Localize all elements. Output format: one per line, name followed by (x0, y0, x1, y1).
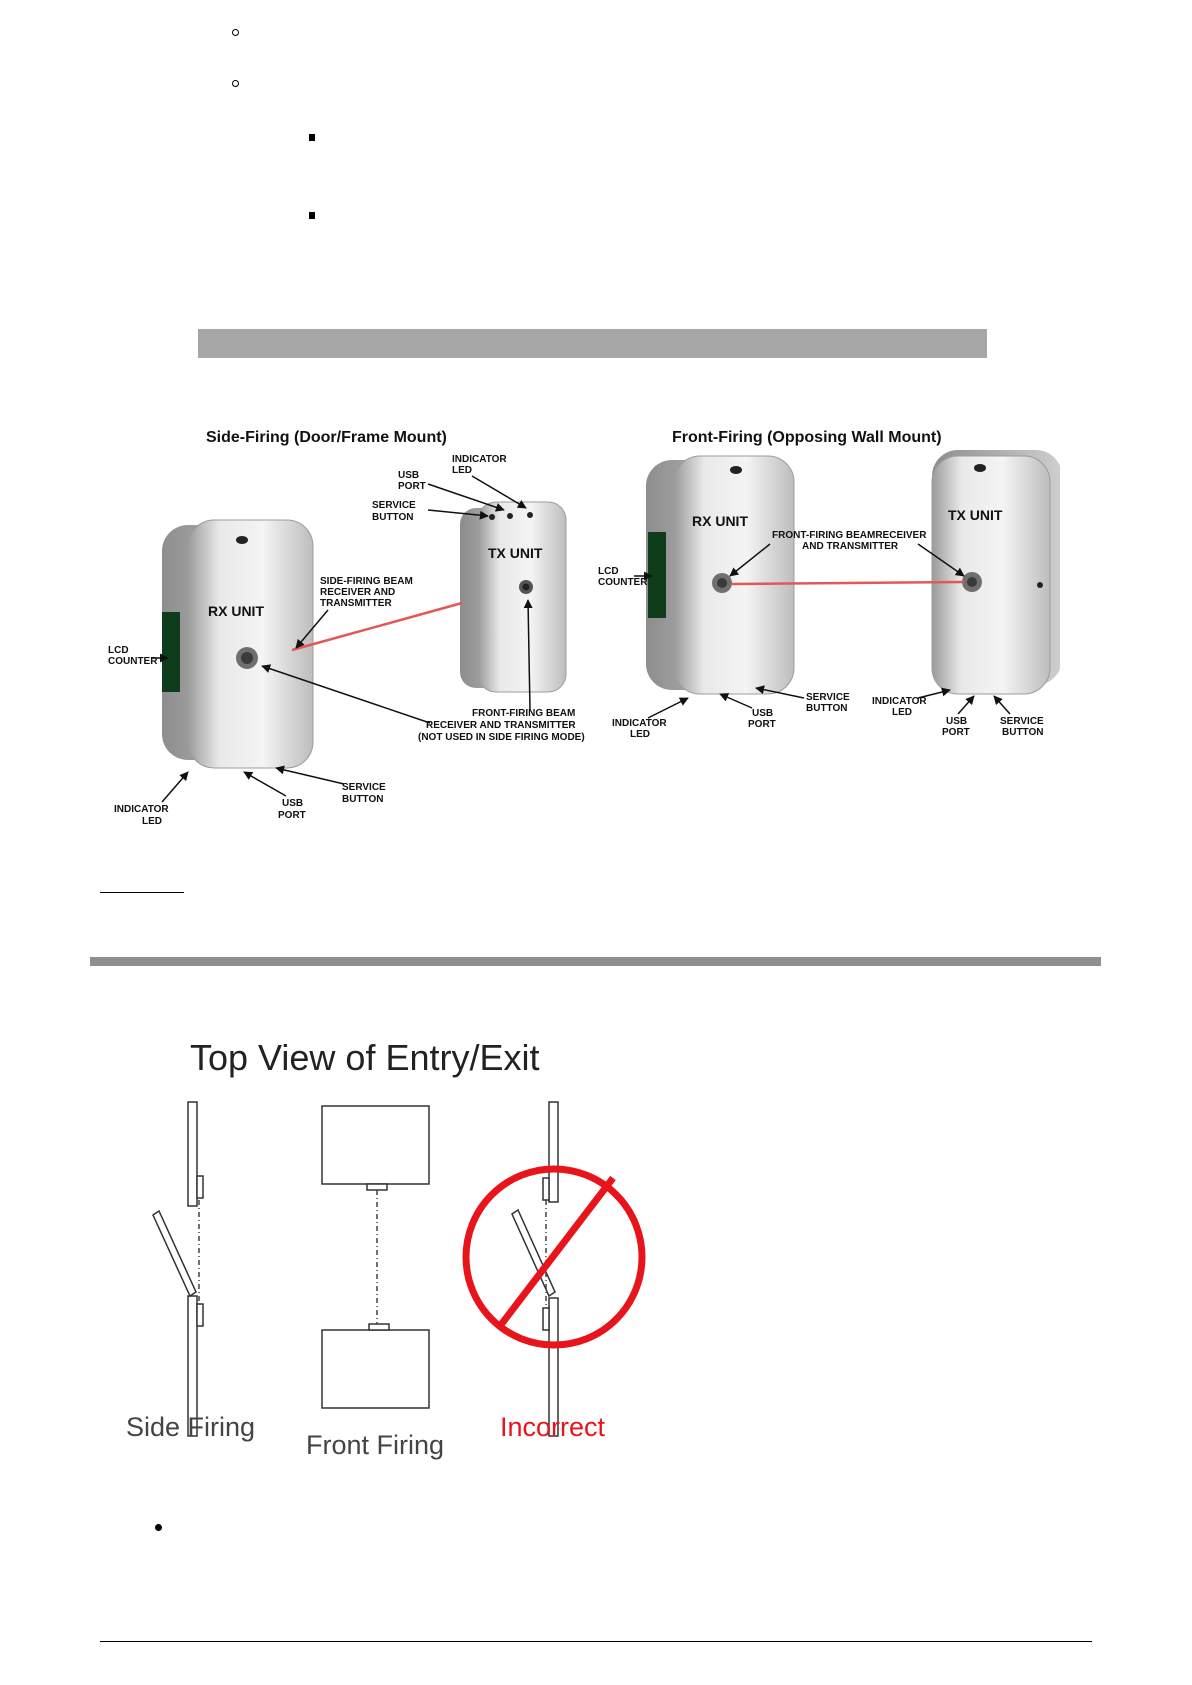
side-tx-unit (460, 501, 567, 693)
side-firing-caption: Side Firing (126, 1412, 255, 1442)
front-rx-usb-label-1: USB (752, 708, 773, 719)
side-rx-unit-label: RX UNIT (208, 603, 264, 619)
side-beam (291, 601, 463, 652)
front-beam-alt-label-2: AND TRANSMITTER (802, 541, 899, 552)
list-bullet-disc (155, 1524, 162, 1531)
side-usb-label-2: PORT (398, 481, 426, 492)
incorrect-drawing (462, 1101, 646, 1437)
section-header-bar-1 (198, 329, 987, 358)
side-bottom-indicator-label-2: LED (142, 816, 162, 827)
front-tx-usb-label-2: PORT (942, 727, 970, 738)
top-view-title: Top View of Entry/Exit (190, 1037, 540, 1078)
front-tx-indicator-label-1: INDICATOR (872, 696, 927, 707)
side-bottom-service-label-1: SERVICE (342, 782, 386, 793)
side-lcd-label-1: LCD (108, 645, 129, 656)
front-lcd-label-2: COUNTER (598, 577, 648, 588)
front-rx-usb-label-2: PORT (748, 719, 776, 730)
side-lcd-label-2: COUNTER (108, 656, 158, 667)
side-indicator-label-2: LED (452, 465, 472, 476)
front-beam (731, 580, 965, 586)
side-rx-unit (162, 519, 314, 769)
section-header-bar-2 (90, 957, 1101, 966)
front-rx-service-label-2: BUTTON (806, 703, 847, 714)
front-tx-unit (931, 450, 1060, 695)
side-service-label-1: SERVICE (372, 500, 416, 511)
side-front-beam-label-2: RECEIVER AND TRANSMITTER (426, 720, 576, 731)
front-tx-service-label-1: SERVICE (1000, 716, 1044, 727)
front-rx-unit (646, 455, 795, 695)
top-view-diagram: Top View of Entry/Exit Side Firing Front… (126, 1037, 646, 1460)
side-beam-label-1: SIDE-FIRING BEAM (320, 576, 413, 587)
side-tx-unit-label: TX UNIT (488, 545, 543, 561)
front-tx-usb-label-1: USB (946, 716, 967, 727)
front-tx-indicator-label-2: LED (892, 707, 912, 718)
front-rx-indicator-label-2: LED (630, 729, 650, 740)
side-front-beam-label-1: FRONT-FIRING BEAM (472, 708, 575, 719)
list-bullet-circle-1 (232, 29, 239, 36)
list-bullet-square-1 (309, 134, 315, 141)
beam-units-diagram: Side-Firing (Door/Frame Mount) Front-Fir… (108, 429, 1060, 827)
front-tx-unit-label: TX UNIT (948, 507, 1003, 523)
side-firing-title: Side-Firing (Door/Frame Mount) (206, 429, 447, 446)
side-front-beam-label-3: (NOT USED IN SIDE FIRING MODE) (418, 732, 585, 743)
list-bullet-square-2 (309, 212, 315, 219)
incorrect-caption: Incorrect (500, 1412, 606, 1442)
side-beam-label-3: TRANSMITTER (320, 598, 392, 609)
short-underline (100, 892, 184, 893)
front-firing-drawing (321, 1105, 430, 1409)
side-service-label-2: BUTTON (372, 512, 413, 523)
front-firing-caption: Front Firing (306, 1430, 444, 1460)
list-bullet-circle-2 (232, 80, 239, 87)
side-usb-label-1: USB (398, 470, 419, 481)
side-firing-drawing (152, 1101, 204, 1437)
side-bottom-usb-label-2: PORT (278, 810, 306, 821)
side-bottom-indicator-label-1: INDICATOR (114, 804, 169, 815)
side-bottom-usb-label-1: USB (282, 798, 303, 809)
side-beam-label-2: RECEIVER AND (320, 587, 395, 598)
front-rx-service-label-1: SERVICE (806, 692, 850, 703)
front-rx-unit-label: RX UNIT (692, 513, 748, 529)
front-firing-title: Front-Firing (Opposing Wall Mount) (672, 429, 942, 446)
side-bottom-service-label-2: BUTTON (342, 794, 383, 805)
front-tx-service-label-2: BUTTON (1002, 727, 1043, 738)
footer-rule (100, 1641, 1092, 1642)
front-lcd-label-1: LCD (598, 566, 619, 577)
front-beam-alt-label-1: FRONT-FIRING BEAMRECEIVER (772, 530, 927, 541)
side-indicator-label-1: INDICATOR (452, 454, 507, 465)
front-rx-indicator-label-1: INDICATOR (612, 718, 667, 729)
